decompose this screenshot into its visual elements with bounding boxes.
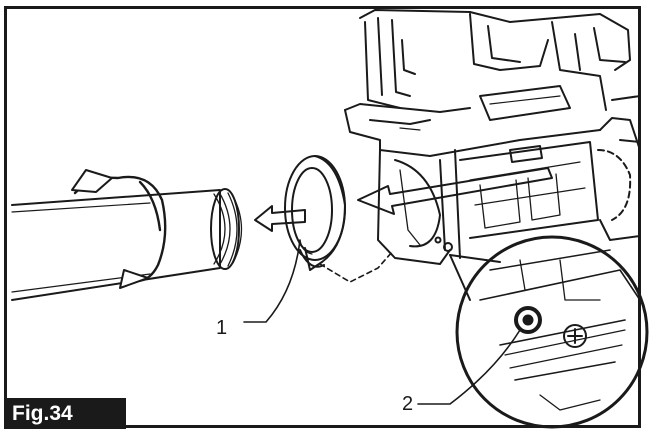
leader-line-2 [417, 329, 521, 405]
rotation-arrow [71, 169, 167, 289]
leader-line-1 [243, 239, 301, 323]
callout-1: 1 [216, 317, 228, 339]
figure-frame [4, 6, 641, 428]
removal-arrow-tool [357, 167, 553, 215]
guide-line-dashed [319, 251, 393, 283]
callout-2: 2 [402, 393, 414, 415]
figure-label: Fig.34 [4, 398, 126, 429]
pipe [11, 188, 243, 301]
tool-body [344, 9, 641, 265]
